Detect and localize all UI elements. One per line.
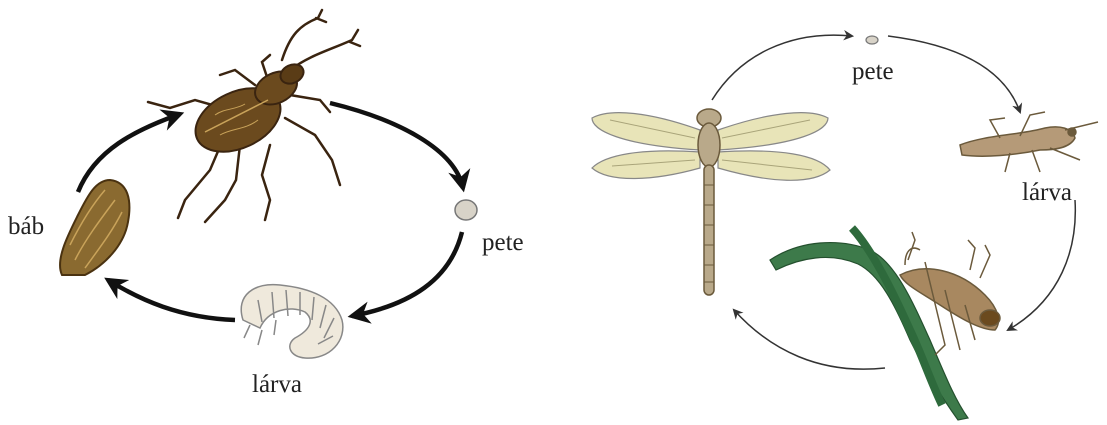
leaf-icon — [770, 228, 968, 420]
arrow-egg-to-larva — [352, 232, 462, 316]
arrow-pupa-to-adult — [78, 114, 180, 192]
beetle-label-egg: pete — [482, 229, 524, 256]
dragonfly-label-egg: pete — [852, 58, 894, 85]
beetle-pupa-icon — [60, 180, 129, 275]
beetle-larva-icon — [241, 285, 343, 359]
dragonfly-life-cycle: pete lárva — [592, 35, 1098, 420]
stag-beetle-body — [185, 61, 306, 165]
arrow-adult-to-egg — [712, 35, 852, 100]
dragonfly-larva-icon — [960, 112, 1098, 172]
arrow-egg-to-larva — [888, 36, 1020, 112]
arrow-larva-to-nymph — [1008, 200, 1075, 330]
beetle-label-pupa: báb — [8, 213, 44, 240]
arrow-larva-to-pupa — [108, 280, 235, 320]
arrow-adult-to-egg — [330, 103, 463, 188]
beetle-egg-icon — [455, 200, 477, 220]
dragonfly-icon — [592, 109, 830, 295]
beetle-label-larva: lárva — [252, 371, 302, 398]
beetle-life-cycle: pete lárva báb — [8, 10, 524, 398]
dragonfly-label-larva: lárva — [1022, 179, 1072, 206]
dragonfly-egg-icon — [866, 36, 878, 44]
arrow-nymph-to-adult — [734, 310, 885, 369]
